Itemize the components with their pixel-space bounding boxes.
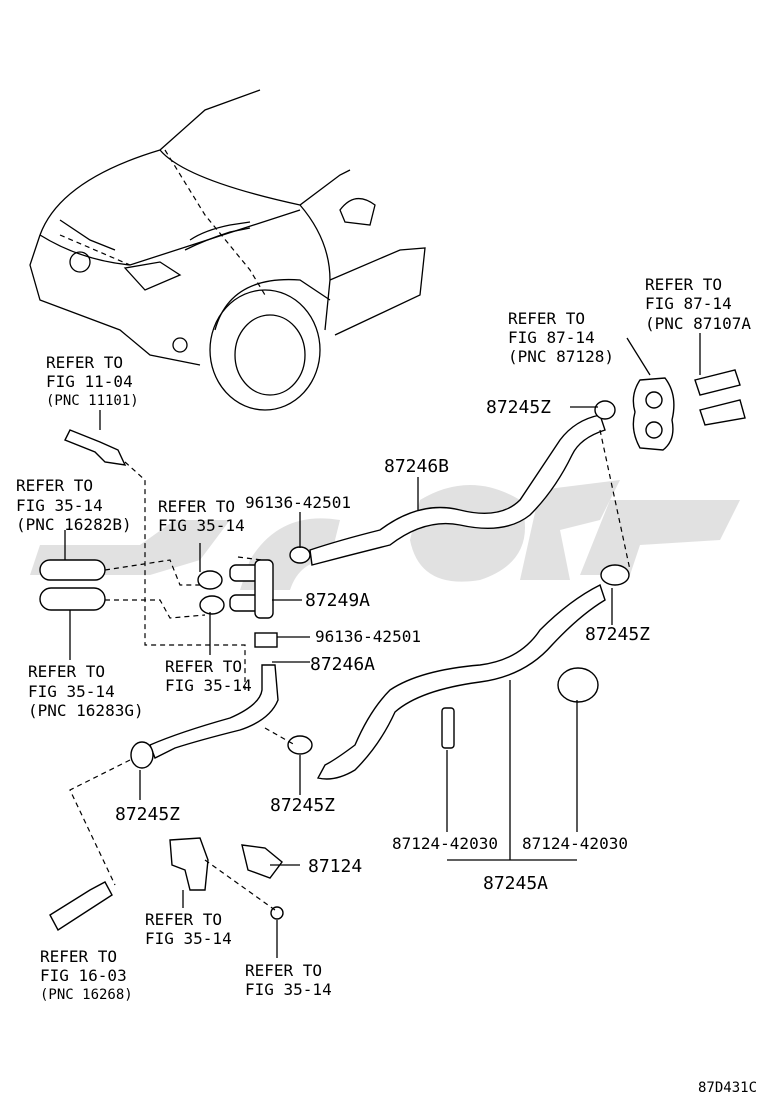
hose-87245A bbox=[316, 584, 606, 780]
svg-text:REFER TO: REFER TO bbox=[16, 476, 93, 495]
part-87249A: 87249A bbox=[305, 590, 370, 611]
svg-text:FIG 35-14: FIG 35-14 bbox=[145, 929, 232, 948]
svg-text:REFER TO: REFER TO bbox=[508, 309, 585, 328]
part-87124-42030-a: 87124-42030 bbox=[392, 834, 498, 853]
part-87245Z-top: 87245Z bbox=[486, 397, 551, 418]
svg-text:REFER TO: REFER TO bbox=[165, 657, 242, 676]
refer-to-fig-11-04: REFER TO FIG 11-04 (PNC 11101) bbox=[46, 353, 139, 409]
figure-code: 87D431C bbox=[698, 1080, 757, 1096]
refer-to-fig-35-14-b: REFER TO FIG 35-14 bbox=[158, 497, 245, 535]
svg-text:REFER TO: REFER TO bbox=[46, 353, 123, 372]
part-87245A: 87245A bbox=[483, 873, 548, 894]
svg-text:REFER TO: REFER TO bbox=[40, 947, 117, 966]
svg-text:REFER TO: REFER TO bbox=[245, 961, 322, 980]
refer-to-fig-87-14-b: REFER TO FIG 87-14 (PNC 87128) bbox=[508, 309, 614, 366]
part-96136-top: 96136-42501 bbox=[245, 493, 351, 512]
svg-text:FIG 87-14: FIG 87-14 bbox=[508, 328, 595, 347]
refer-to-fig-87-14-a: REFER TO FIG 87-14 (PNC 87107A bbox=[645, 275, 751, 333]
part-87245Z-left: 87245Z bbox=[115, 804, 180, 825]
leader-lines bbox=[64, 333, 701, 958]
part-numbers: 87245Z 87246B 96136-42501 87249A 96136-4… bbox=[115, 397, 650, 894]
svg-text:FIG 35-14: FIG 35-14 bbox=[28, 682, 115, 701]
svg-text:FIG 35-14: FIG 35-14 bbox=[158, 516, 245, 535]
part-87245Z-right: 87245Z bbox=[585, 624, 650, 645]
part-87124: 87124 bbox=[308, 856, 362, 877]
pipes-left bbox=[39, 429, 127, 932]
part-87246B: 87246B bbox=[384, 456, 449, 477]
svg-text:FIG 35-14: FIG 35-14 bbox=[165, 676, 252, 695]
svg-text:FIG 87-14: FIG 87-14 bbox=[645, 294, 732, 313]
svg-text:(PNC 16282B): (PNC 16282B) bbox=[16, 515, 132, 534]
svg-text:FIG 35-14: FIG 35-14 bbox=[245, 980, 332, 999]
grommet bbox=[632, 377, 675, 451]
part-87246A: 87246A bbox=[310, 654, 375, 675]
svg-text:REFER TO: REFER TO bbox=[28, 662, 105, 681]
svg-text:(PNC 16283G): (PNC 16283G) bbox=[28, 701, 144, 720]
svg-text:REFER TO: REFER TO bbox=[645, 275, 722, 294]
hose-87246B bbox=[309, 414, 606, 566]
part-96136-mid: 96136-42501 bbox=[315, 627, 421, 646]
dashed-lines bbox=[69, 429, 631, 911]
part-87124-42030-b: 87124-42030 bbox=[522, 834, 628, 853]
svg-text:(PNC 11101): (PNC 11101) bbox=[46, 393, 139, 409]
vehicle-outline bbox=[29, 89, 426, 411]
hose-87246A bbox=[149, 664, 279, 759]
refer-to-fig-35-14-e: REFER TO FIG 35-14 bbox=[145, 910, 232, 948]
refer-to-fig-16-03: REFER TO FIG 16-03 (PNC 16268) bbox=[40, 947, 133, 1003]
refer-to-fig-35-14-c: REFER TO FIG 35-14 (PNC 16283G) bbox=[28, 662, 144, 720]
svg-text:FIG 16-03: FIG 16-03 bbox=[40, 966, 127, 985]
part-87245Z-center: 87245Z bbox=[270, 795, 335, 816]
svg-text:REFER TO: REFER TO bbox=[145, 910, 222, 929]
svg-text:(PNC 16268): (PNC 16268) bbox=[40, 987, 133, 1003]
svg-text:FIG 11-04: FIG 11-04 bbox=[46, 372, 133, 391]
tee-joint-87249A bbox=[229, 559, 274, 619]
svg-text:(PNC 87107A: (PNC 87107A bbox=[645, 314, 751, 333]
refer-to-fig-35-14-a: REFER TO FIG 35-14 (PNC 16282B) bbox=[16, 476, 132, 534]
refer-to-fig-35-14-d: REFER TO FIG 35-14 bbox=[165, 657, 252, 695]
brackets bbox=[169, 837, 284, 920]
refer-to-fig-35-14-f: REFER TO FIG 35-14 bbox=[245, 961, 332, 999]
clamps bbox=[130, 400, 630, 769]
svg-text:REFER TO: REFER TO bbox=[158, 497, 235, 516]
pipes-right bbox=[694, 369, 746, 426]
svg-text:FIG 35-14: FIG 35-14 bbox=[16, 496, 103, 515]
svg-text:(PNC 87128): (PNC 87128) bbox=[508, 347, 614, 366]
